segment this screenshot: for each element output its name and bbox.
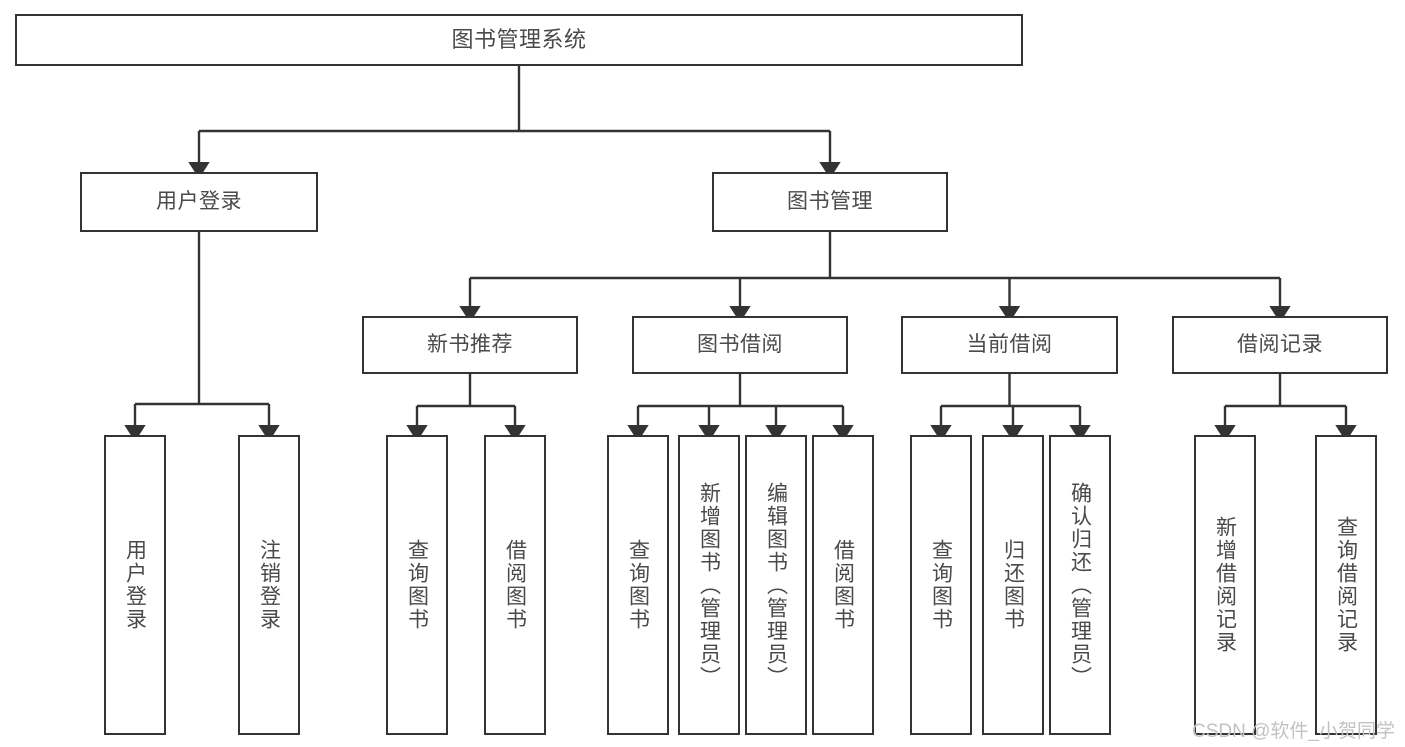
node-label-leaf-borrow-book-1: 借阅图书	[503, 539, 527, 631]
node-leaf-user-login[interactable]: 用户登录	[104, 435, 166, 735]
node-label-book-manage: 图书管理	[787, 189, 873, 213]
node-user-login[interactable]: 用户登录	[80, 172, 318, 232]
node-leaf-return-book[interactable]: 归还图书	[982, 435, 1044, 735]
node-borrow-record[interactable]: 借阅记录	[1172, 316, 1388, 374]
node-leaf-borrow-book-2[interactable]: 借阅图书	[812, 435, 874, 735]
node-leaf-borrow-book-1[interactable]: 借阅图书	[484, 435, 546, 735]
node-leaf-user-logout[interactable]: 注销登录	[238, 435, 300, 735]
node-root[interactable]: 图书管理系统	[15, 14, 1023, 66]
node-label-user-login: 用户登录	[156, 189, 242, 213]
node-leaf-query-book-1[interactable]: 查询图书	[386, 435, 448, 735]
node-label-book-borrow: 图书借阅	[697, 332, 783, 356]
node-leaf-query-record[interactable]: 查询借阅记录	[1315, 435, 1377, 735]
node-label-leaf-edit-book: 编辑图书（管理员）	[764, 481, 788, 689]
node-label-leaf-user-logout: 注销登录	[257, 539, 281, 631]
node-leaf-query-book-3[interactable]: 查询图书	[910, 435, 972, 735]
node-label-leaf-user-login: 用户登录	[123, 539, 147, 631]
node-leaf-confirm-return[interactable]: 确认归还（管理员）	[1049, 435, 1111, 735]
node-book-borrow[interactable]: 图书借阅	[632, 316, 848, 374]
node-new-book-rec[interactable]: 新书推荐	[362, 316, 578, 374]
node-book-manage[interactable]: 图书管理	[712, 172, 948, 232]
node-leaf-add-record[interactable]: 新增借阅记录	[1194, 435, 1256, 735]
node-label-leaf-confirm-return: 确认归还（管理员）	[1068, 481, 1092, 689]
node-current-borrow[interactable]: 当前借阅	[901, 316, 1118, 374]
node-label-new-book-rec: 新书推荐	[427, 332, 513, 356]
node-leaf-add-book[interactable]: 新增图书（管理员）	[678, 435, 740, 735]
connector-lines	[124, 66, 1357, 442]
node-label-leaf-add-record: 新增借阅记录	[1213, 516, 1237, 654]
node-label-leaf-return-book: 归还图书	[1001, 539, 1025, 631]
node-label-leaf-query-book-1: 查询图书	[405, 539, 429, 631]
node-leaf-edit-book[interactable]: 编辑图书（管理员）	[745, 435, 807, 735]
node-label-leaf-query-record: 查询借阅记录	[1334, 516, 1358, 654]
node-label-leaf-add-book: 新增图书（管理员）	[697, 481, 721, 689]
node-leaf-query-book-2[interactable]: 查询图书	[607, 435, 669, 735]
node-label-leaf-borrow-book-2: 借阅图书	[831, 539, 855, 631]
node-label-leaf-query-book-2: 查询图书	[626, 539, 650, 631]
node-label-current-borrow: 当前借阅	[966, 332, 1053, 356]
node-label-root: 图书管理系统	[451, 27, 587, 53]
node-label-leaf-query-book-3: 查询图书	[929, 539, 953, 631]
node-label-borrow-record: 借阅记录	[1237, 332, 1323, 356]
